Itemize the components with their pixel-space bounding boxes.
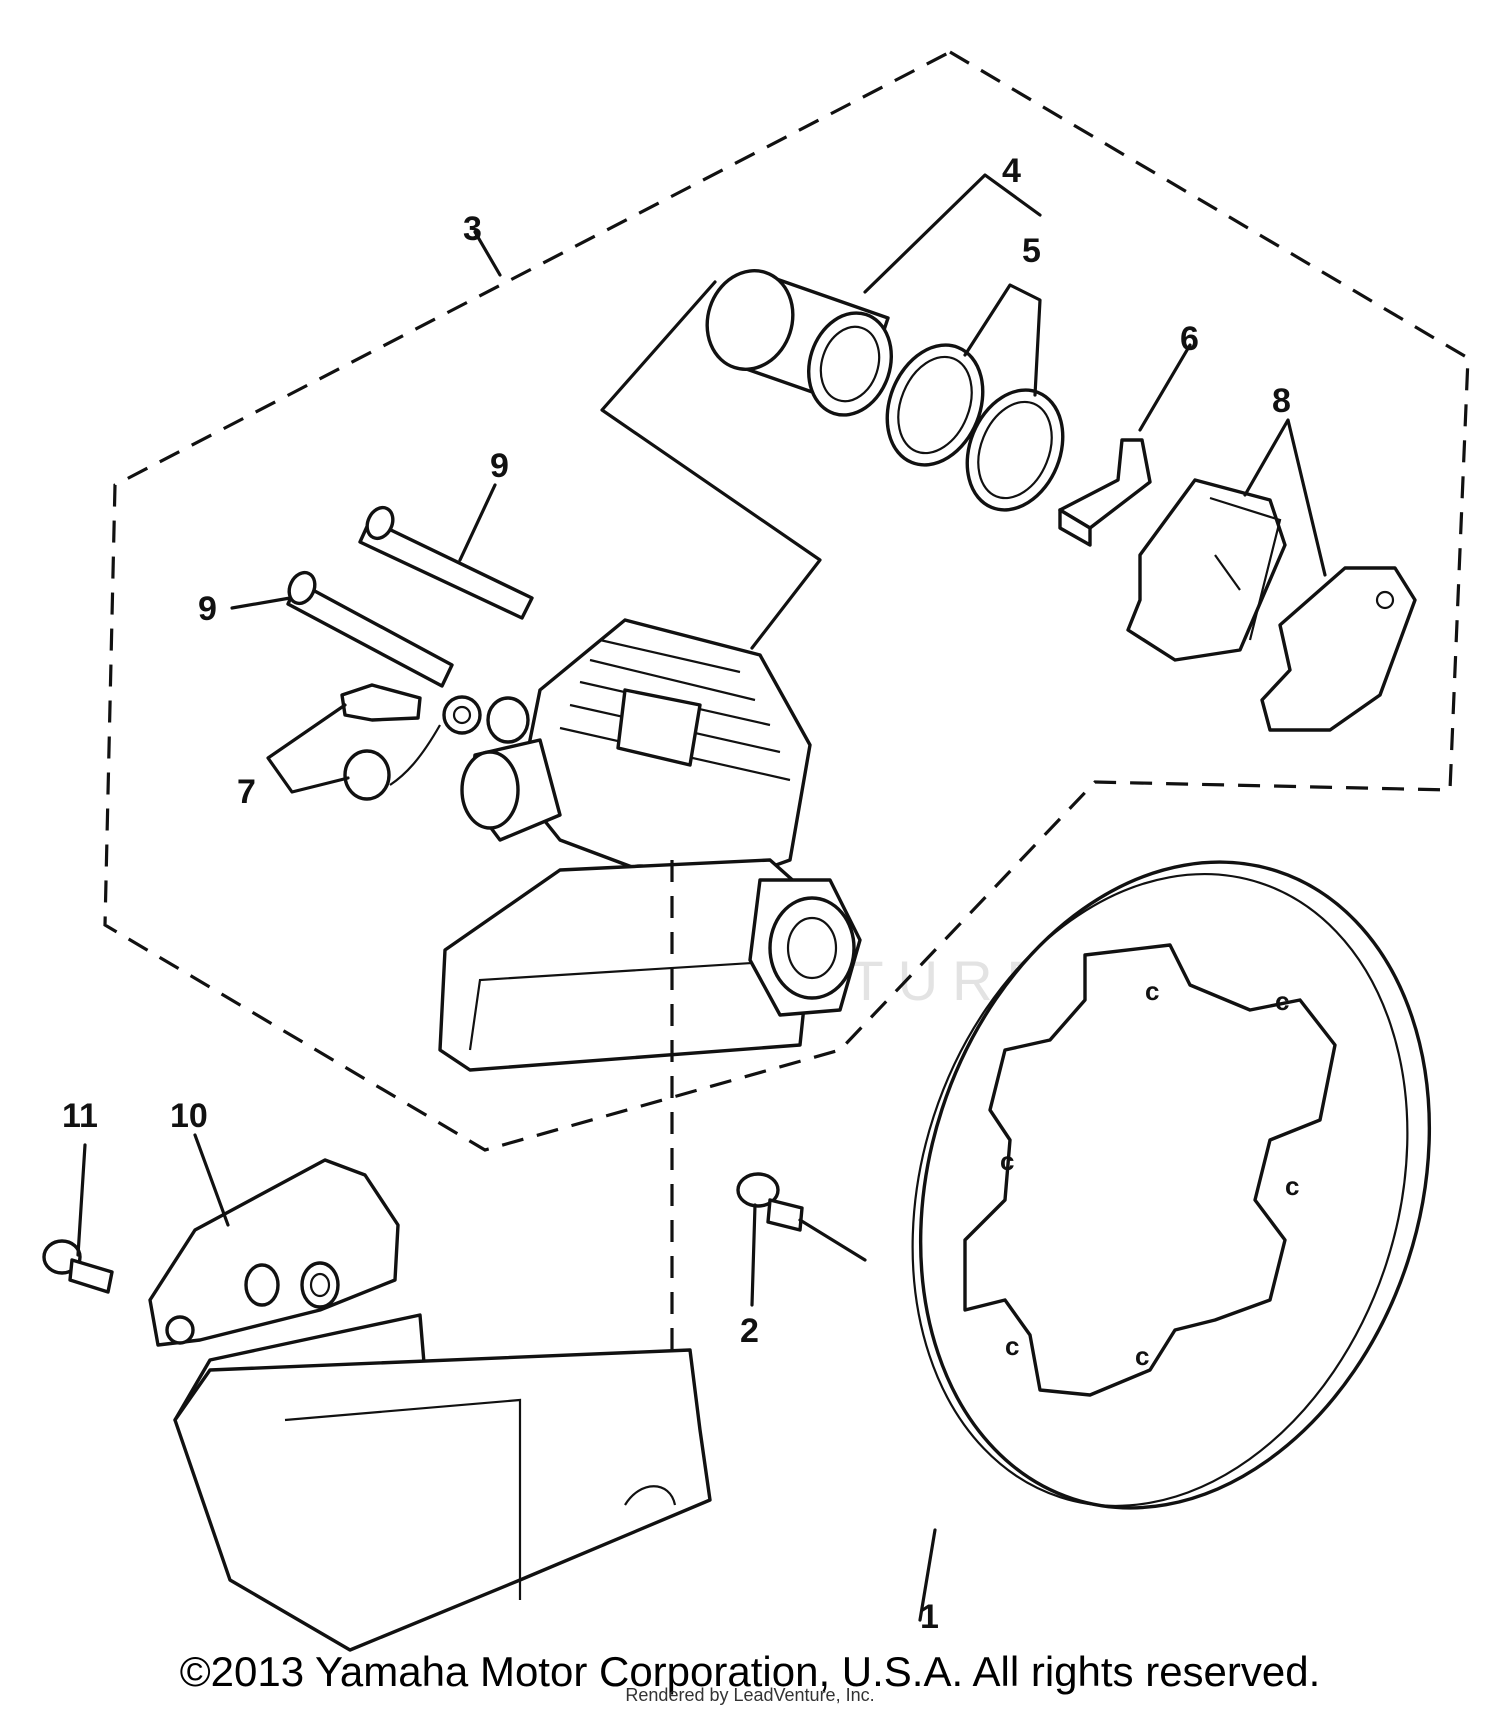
caliper-body [438, 618, 862, 1072]
leader-9-lower [230, 596, 292, 610]
rendered-by-text: Rendered by LeadVenture, Inc. [625, 1685, 875, 1705]
seal-ring-front [885, 343, 985, 467]
brake-pad-rear [1260, 566, 1417, 732]
svg-text:c: c [1135, 1341, 1149, 1371]
caliper-pin-upper [358, 505, 534, 620]
callout-8: 8 [1272, 382, 1291, 420]
leader-2-disc [798, 1218, 867, 1262]
svg-text:c: c [1145, 976, 1159, 1006]
leader-6 [1138, 343, 1192, 432]
leader-9-upper [458, 483, 497, 562]
brake-disc-part: c c c c c c [911, 860, 1432, 1510]
leader-1 [918, 1528, 937, 1622]
copyright-text: ©2013 Yamaha Motor Corporation, U.S.A. A… [179, 1648, 1321, 1695]
leader-8 [1243, 418, 1327, 577]
callout-10: 10 [170, 1097, 208, 1135]
callout-9-lower: 9 [198, 590, 217, 628]
svg-text:c: c [1275, 986, 1289, 1016]
swingarm-part [173, 1313, 712, 1652]
svg-text:c: c [1000, 1146, 1014, 1176]
piston-part [705, 269, 893, 417]
leader-11 [76, 1143, 87, 1257]
svg-text:c: c [1005, 1331, 1019, 1361]
leader-2 [750, 1203, 757, 1307]
caliper-pin-lower [286, 570, 454, 688]
callout-1: 1 [920, 1598, 939, 1636]
leader-5 [963, 283, 1042, 397]
leader-4 [863, 173, 1042, 294]
callout-2: 2 [740, 1312, 759, 1350]
brake-pad-front [1126, 478, 1287, 662]
mounting-plate-part [148, 1158, 400, 1347]
pad-support-part [1058, 438, 1152, 530]
callout-11: 11 [62, 1097, 98, 1135]
callout-7: 7 [237, 773, 256, 811]
leader-3 [473, 230, 502, 277]
svg-text:c: c [1285, 1171, 1299, 1201]
bracket-seal-group [600, 280, 822, 650]
pad-support-tab [1058, 508, 1092, 547]
bolt-11-part [42, 1239, 114, 1294]
bleed-screw-part [340, 683, 530, 801]
callout-9-upper: 9 [490, 447, 509, 485]
callout-5: 5 [1022, 232, 1041, 270]
leader-7 [266, 703, 350, 794]
seal-ring-rear [965, 388, 1065, 512]
callout-6: 6 [1180, 320, 1199, 358]
callout-3: 3 [463, 210, 482, 248]
callout-4: 4 [1002, 152, 1021, 190]
leader-10 [193, 1133, 230, 1227]
disc-bolt-part [736, 1172, 804, 1232]
assembly-boundary [103, 50, 1470, 1152]
